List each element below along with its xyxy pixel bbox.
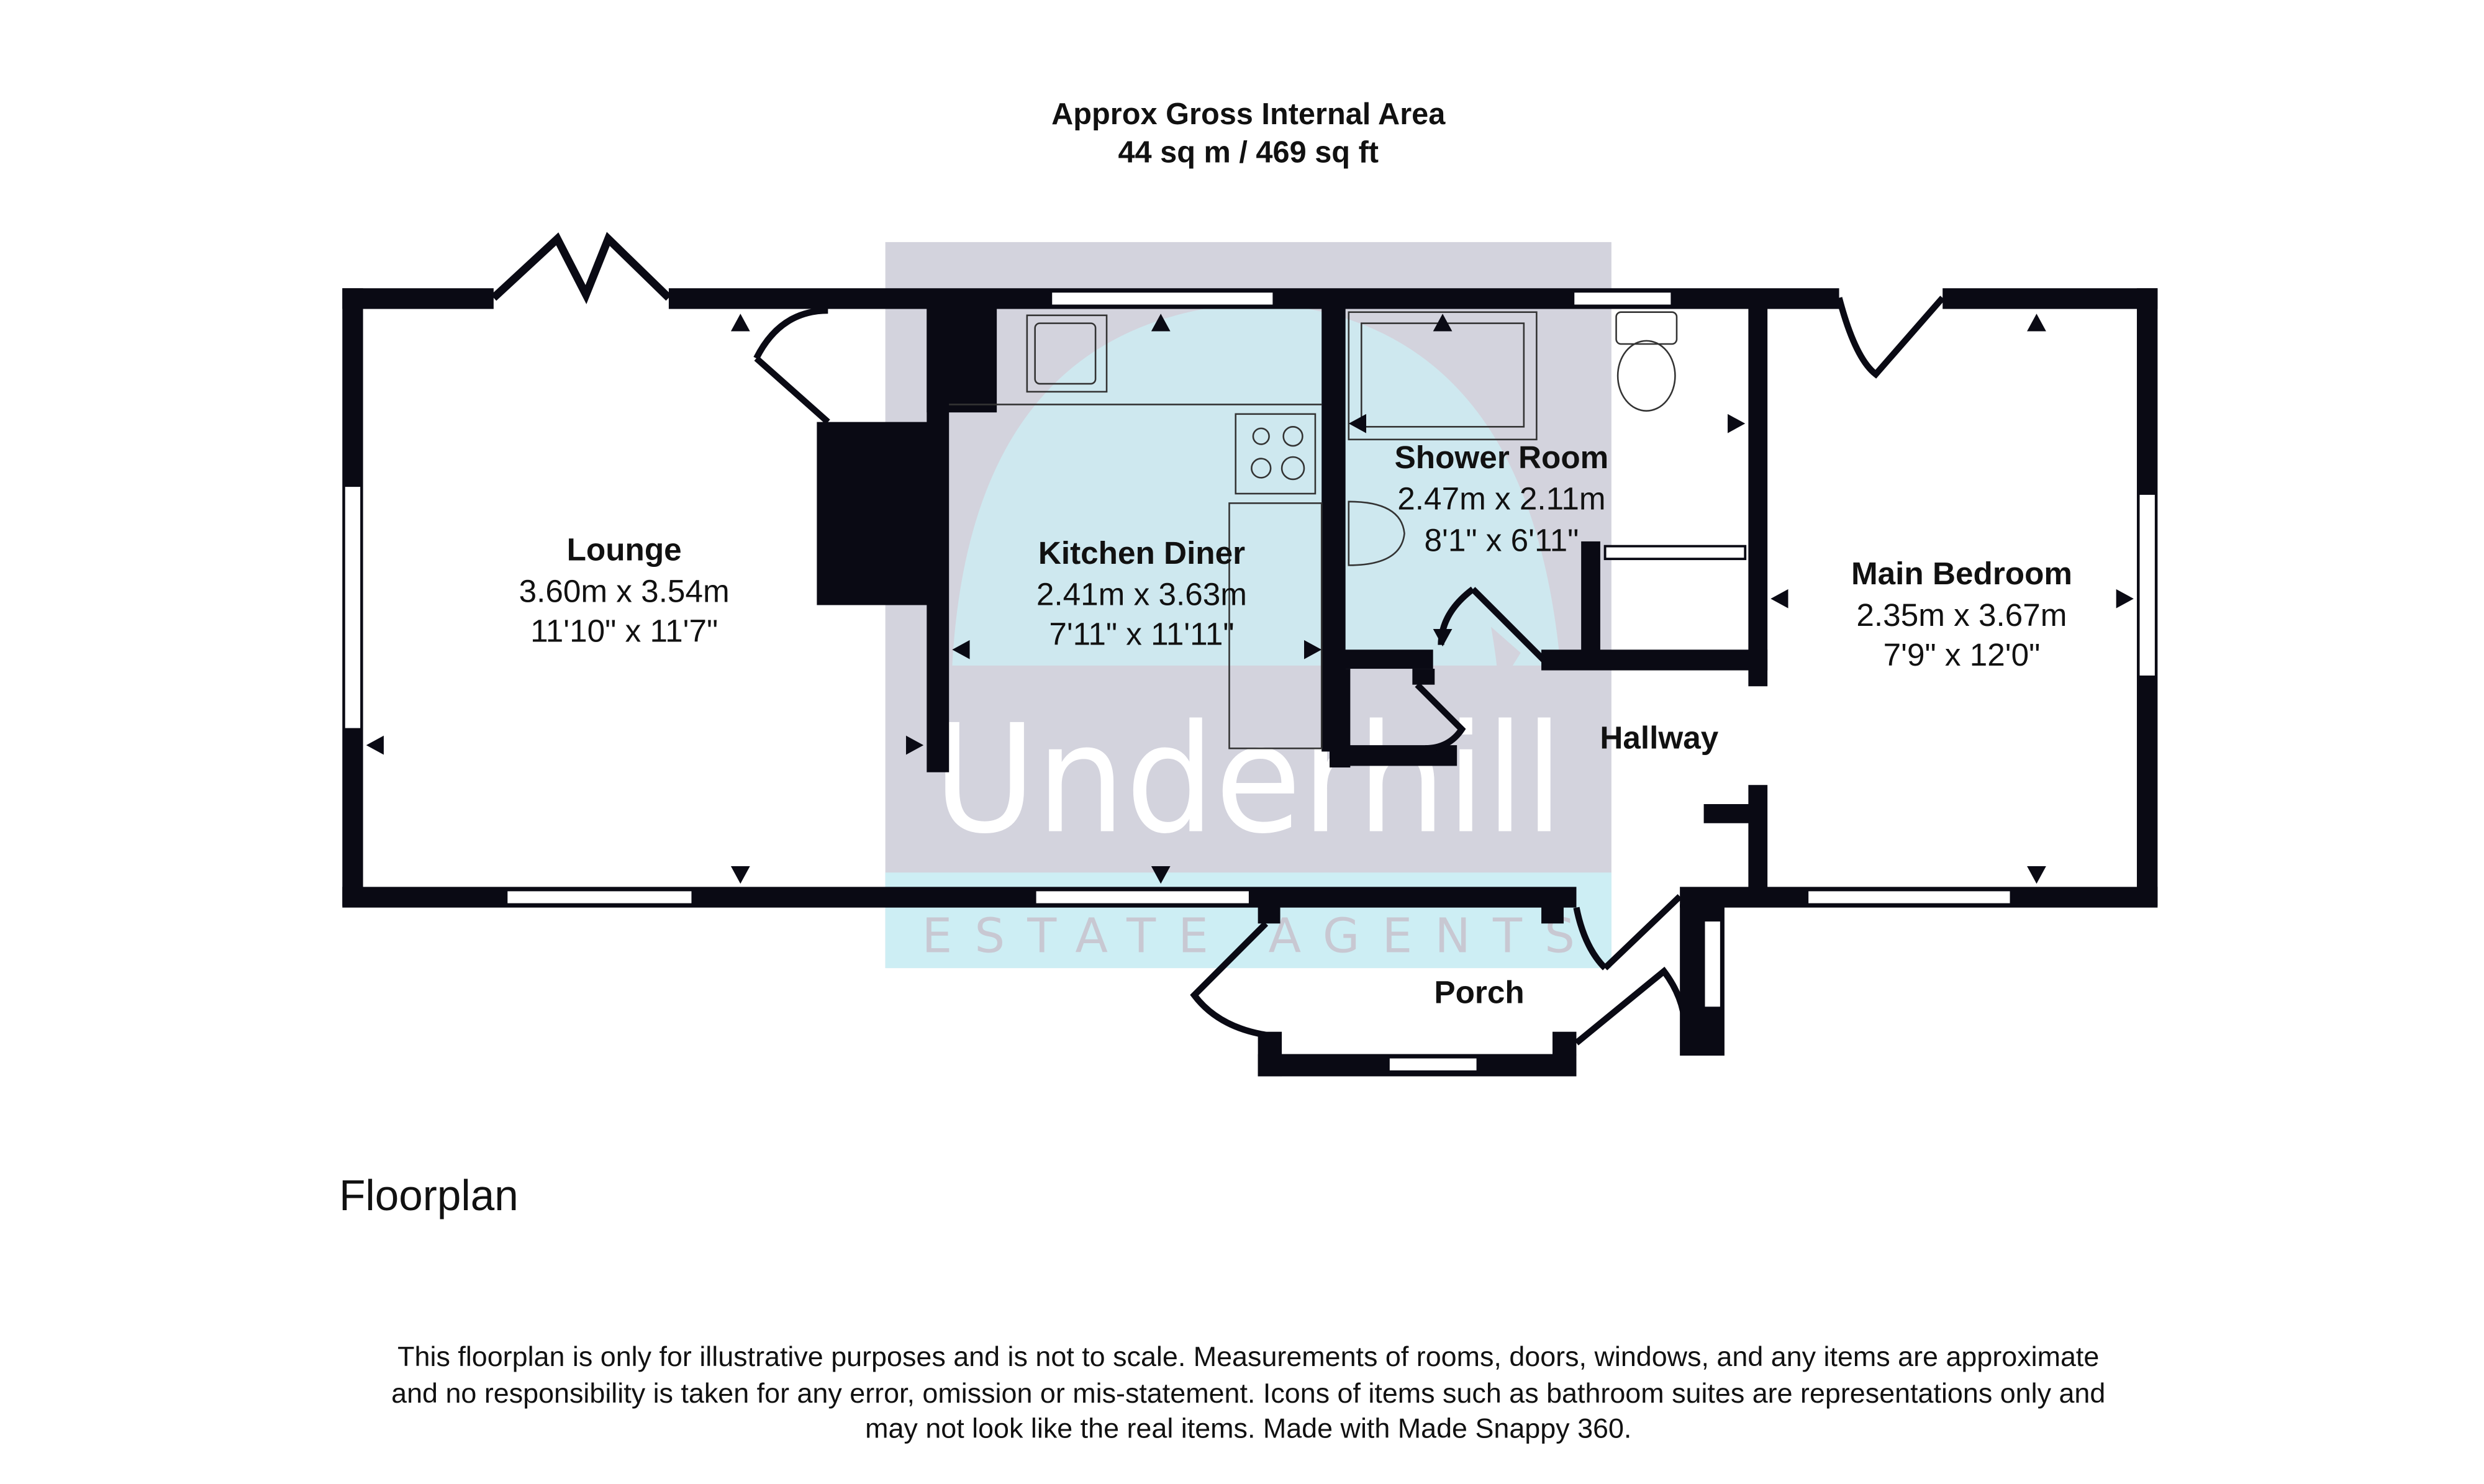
toilet-icon <box>1615 311 1678 345</box>
room-kitchen-diner: Kitchen Diner 2.41m x 3.63m 7'11" x 11'1… <box>1036 535 1247 652</box>
svg-text:Kitchen Diner: Kitchen Diner <box>1038 535 1245 571</box>
area-value: 44 sq m / 469 sq ft <box>1118 136 1379 170</box>
dimension-arrows <box>366 314 2134 884</box>
room-shower-room: Shower Room 2.47m x 2.11m 8'1" x 6'11" <box>1395 440 1609 558</box>
svg-text:2.41m x 3.63m: 2.41m x 3.63m <box>1036 576 1247 612</box>
shower-tray-icon <box>1348 311 1538 441</box>
disclaimer: This floorplan is only for illustrative … <box>391 1341 2105 1444</box>
svg-text:7'11" x 11'11": 7'11" x 11'11" <box>1049 617 1234 652</box>
hob-icon <box>1235 413 1317 495</box>
svg-text:7'9" x 12'0": 7'9" x 12'0" <box>1883 637 2041 672</box>
area-title: Approx Gross Internal Area <box>1051 97 1446 131</box>
floor-label: Floorplan <box>339 1171 519 1219</box>
svg-text:Main Bedroom: Main Bedroom <box>1851 556 2072 591</box>
room-porch: Porch <box>1434 975 1524 1010</box>
basin-icon <box>1348 500 1405 566</box>
svg-text:2.47m x 2.11m: 2.47m x 2.11m <box>1397 481 1605 517</box>
svg-text:11'10" x 11'7": 11'10" x 11'7" <box>530 613 718 648</box>
svg-text:This floorplan is only for ill: This floorplan is only for illustrative … <box>397 1341 2099 1372</box>
room-main-bedroom: Main Bedroom 2.35m x 3.67m 7'9" x 12'0" <box>1851 556 2072 672</box>
svg-text:may not look like the real ite: may not look like the real items. Made w… <box>865 1413 1631 1444</box>
room-hallway: Hallway <box>1600 720 1718 755</box>
windows <box>342 290 2157 1073</box>
svg-text:and no responsibility is taken: and no responsibility is taken for any e… <box>391 1377 2105 1409</box>
worktop <box>1228 502 1323 749</box>
sink-icon <box>1026 314 1108 393</box>
svg-text:3.60m x 3.54m: 3.60m x 3.54m <box>519 573 730 609</box>
svg-text:8'1" x 6'11": 8'1" x 6'11" <box>1425 522 1579 558</box>
svg-text:2.35m x 3.67m: 2.35m x 3.67m <box>1856 597 2067 633</box>
watermark-brand: Underhill <box>933 692 1564 867</box>
fixtures <box>949 311 1678 749</box>
svg-text:Lounge: Lounge <box>567 532 682 568</box>
room-lounge: Lounge 3.60m x 3.54m 11'10" x 11'7" <box>519 532 730 649</box>
svg-text:Shower Room: Shower Room <box>1395 440 1609 475</box>
